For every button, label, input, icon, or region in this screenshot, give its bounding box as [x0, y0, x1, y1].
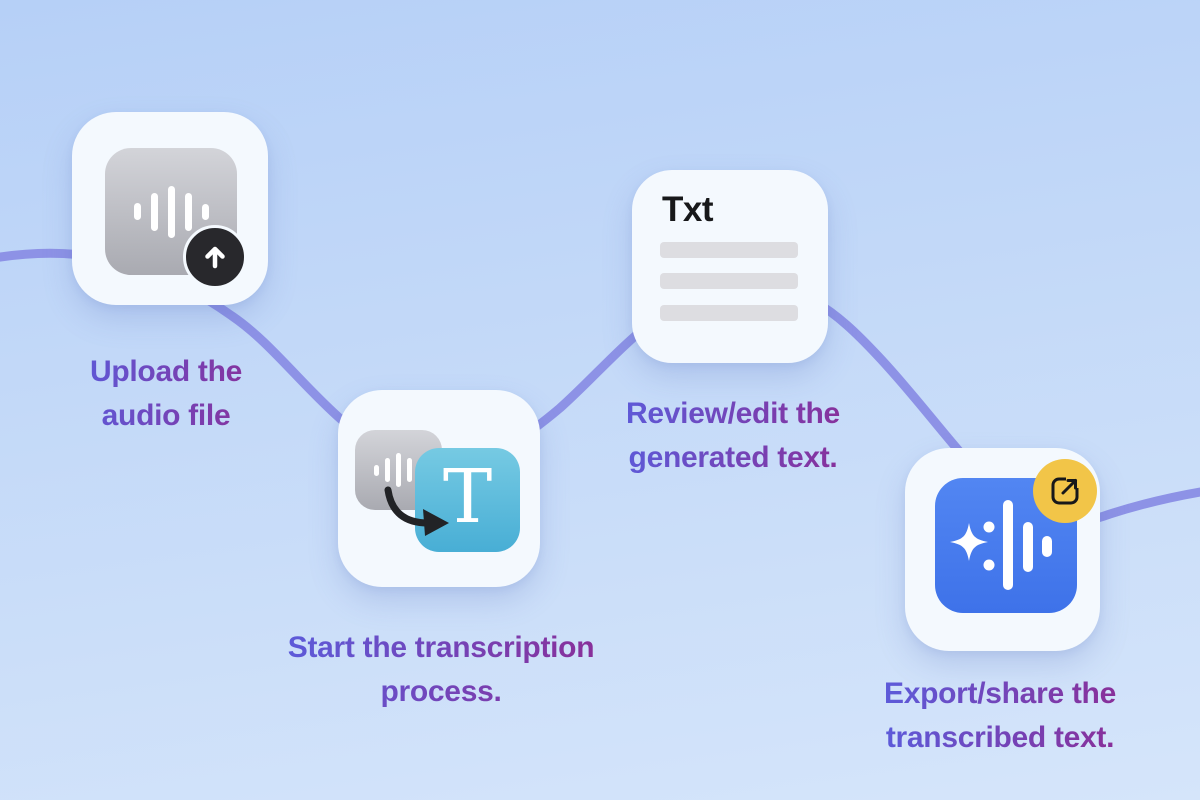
upload-audio-card: [72, 112, 268, 305]
caption-line: Upload the: [90, 355, 242, 388]
export-caption: Export/share the transcribed text.: [850, 672, 1150, 760]
waveform-bar: [201, 203, 209, 220]
caption-line: transcribed text.: [885, 721, 1115, 754]
txt-label: Txt: [662, 190, 714, 229]
letter-tile: T: [415, 448, 520, 552]
waveform-bar: [374, 464, 379, 476]
transcription-caption: Start the transcription process.: [241, 626, 641, 714]
upload-caption: Upload the audio file: [46, 350, 286, 438]
caption-line: Start the transcription: [287, 631, 595, 664]
upload-arrow-icon: [205, 246, 225, 269]
audio-waveform-icon: [133, 185, 209, 238]
waveform-bar: [150, 192, 158, 231]
waveform-bar: [133, 203, 141, 220]
caption-line: audio file: [101, 399, 231, 432]
sparkle-waveform-icon: [950, 500, 1052, 590]
waveform-bar: [396, 453, 401, 487]
text-lines-placeholder: [660, 305, 798, 321]
caption-line: Review/edit the: [626, 397, 840, 430]
waveform-bar: [407, 458, 412, 482]
text-lines-placeholder: [660, 273, 798, 289]
caption-line: process.: [380, 675, 502, 708]
caption-line: Export/share the: [884, 677, 1116, 710]
export-share-card: [905, 448, 1100, 651]
upload-arrow-badge: [183, 225, 247, 289]
letter-t: T: [442, 454, 493, 540]
review-caption: Review/edit the generated text.: [583, 392, 883, 480]
share-badge: [1033, 459, 1097, 523]
curved-arrow-icon: [384, 486, 449, 536]
caption-line: generated text.: [628, 441, 838, 474]
share-export-icon: [1051, 475, 1081, 505]
waveform-bar: [184, 192, 192, 231]
review-text-card: Txt: [632, 170, 828, 363]
sparkle-icon: [950, 523, 988, 561]
transcribed-audio-tile: [935, 478, 1077, 613]
waveform-bar: [385, 458, 390, 482]
text-lines-placeholder: [660, 242, 798, 258]
start-transcription-card: T: [338, 390, 540, 587]
waveform-bar: [167, 185, 175, 238]
